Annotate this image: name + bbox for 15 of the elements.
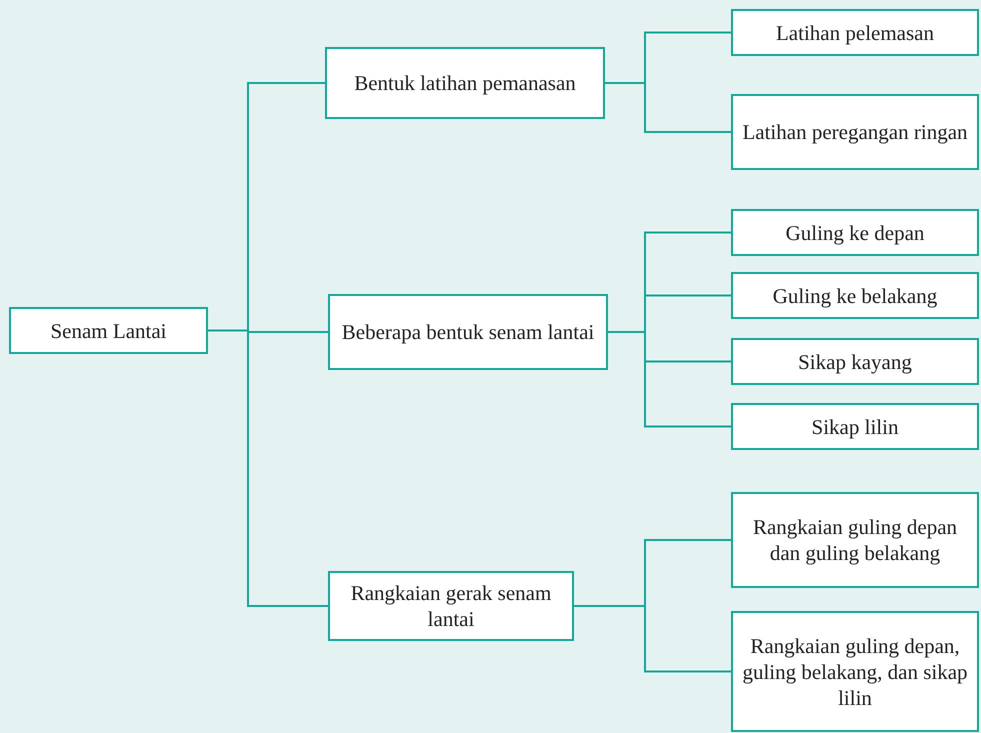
connector-line bbox=[208, 330, 328, 607]
topic-box: Sikap lilin bbox=[731, 403, 979, 450]
topic-box: Rangkaian guling depan, guling belakang, dan sikap lilin bbox=[731, 611, 979, 732]
topic-box: Bentuk latihan pemanasan bbox=[325, 47, 605, 119]
topic-box: Latihan pelemasan bbox=[731, 9, 979, 56]
topic-box: Guling ke depan bbox=[731, 209, 979, 256]
topic-box: Rangkaian gerak senam lantai bbox=[328, 571, 574, 641]
topic-box: Sikap kayang bbox=[731, 338, 979, 385]
connector-line bbox=[574, 605, 731, 672]
topic-box: Rangkaian guling depan dan guling belakang bbox=[731, 492, 979, 588]
topic-box: Senam Lantai bbox=[9, 307, 208, 354]
topic-box: Beberapa bentuk senam lantai bbox=[328, 294, 608, 370]
topic-box: Latihan peregangan ringan bbox=[731, 94, 979, 170]
topic-box: Guling ke belakang bbox=[731, 272, 979, 319]
connector-line bbox=[608, 331, 731, 428]
